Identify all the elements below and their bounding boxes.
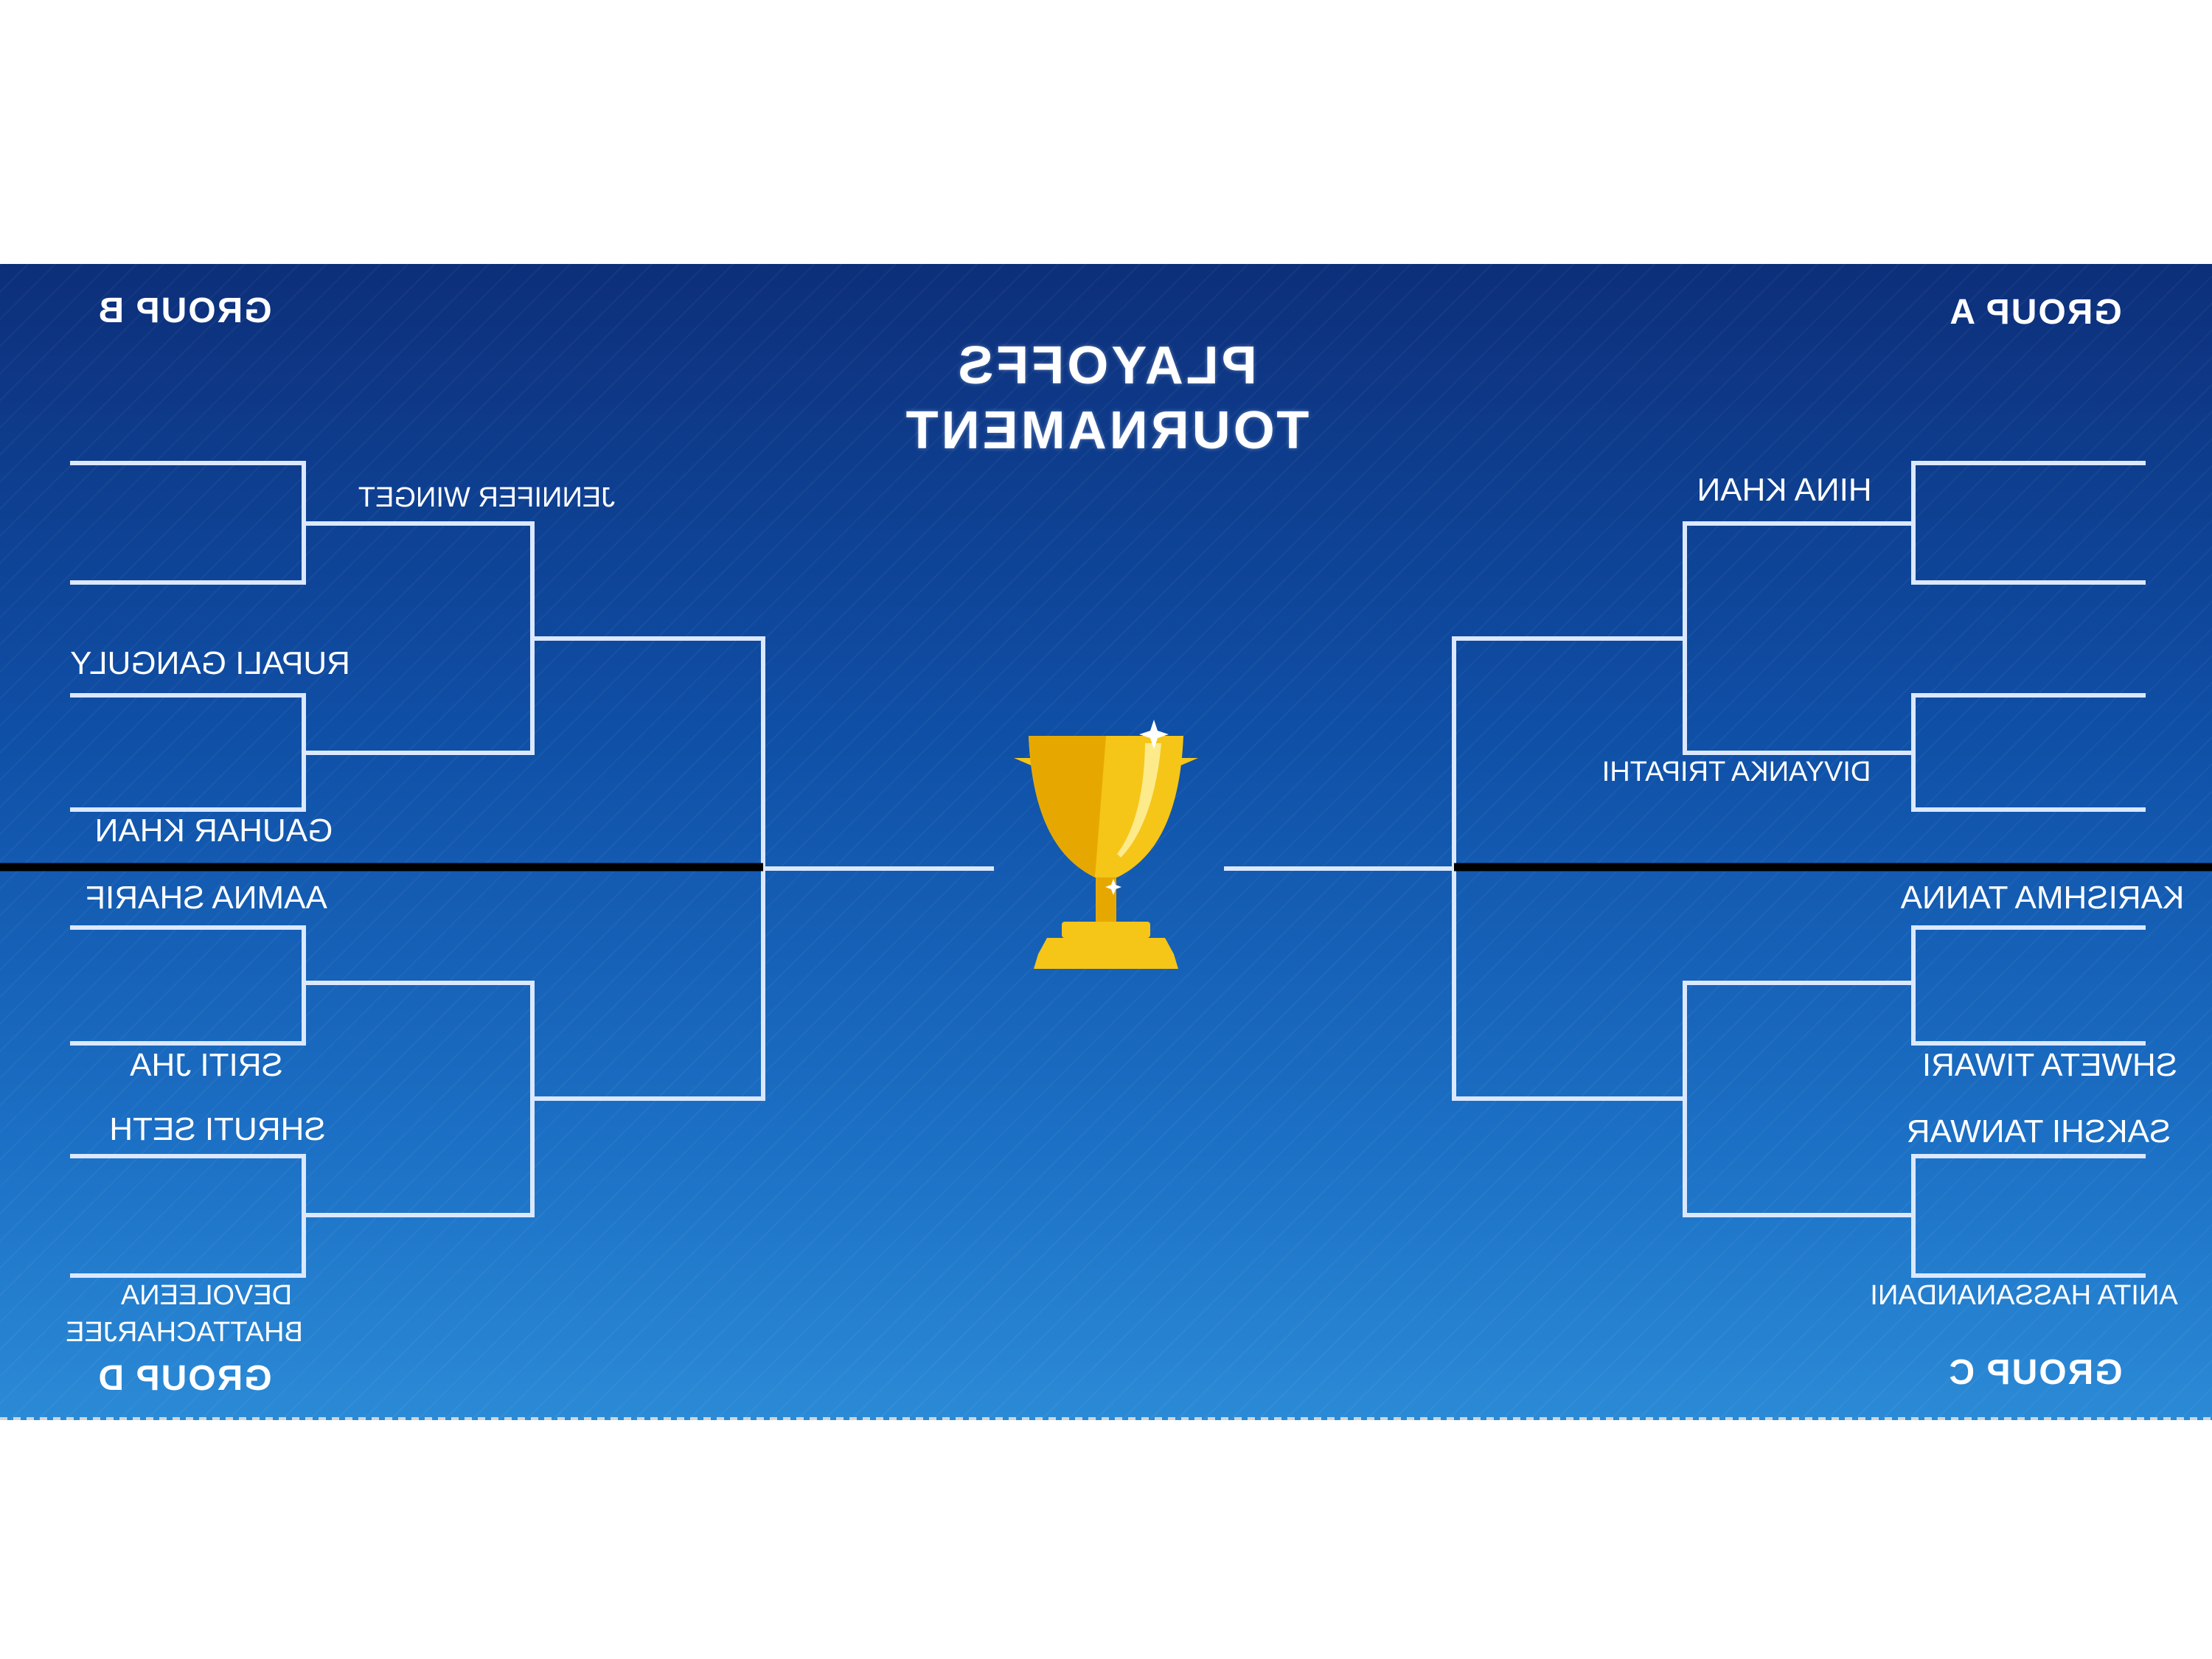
player-rupali-ganguly: RUPALI GANGULY: [70, 645, 350, 681]
player-sakshi-tanwar: SAKSHI TANWAR: [1906, 1113, 2171, 1150]
title-line-2: TOURNAMENT: [902, 401, 1310, 460]
group-d-label: GROUP D: [97, 1359, 272, 1398]
bracket-lines: [0, 461, 2212, 1278]
group-a-label: GROUP A: [1948, 293, 2122, 332]
player-devoleena-line-1: DEVOLEENA: [120, 1280, 293, 1311]
bracket-left-r2-2: [304, 981, 535, 1217]
player-jennifer-winget: JENNIFER WINGET: [358, 482, 616, 513]
bracket-right-r1-1: [1911, 461, 2146, 585]
bracket-board: PLAYOFFS TOURNAMENT GROUP B GROUP A GROU…: [0, 264, 2212, 1420]
player-shweta-tiwari: SHWETA TIWARI: [1921, 1047, 2178, 1083]
player-shruti-seth: SHRUTI SETH: [109, 1111, 326, 1147]
group-c-label: GROUP C: [1947, 1353, 2123, 1392]
bracket-right-r1-3: [1911, 925, 2146, 1046]
bracket-left-r1-1: [70, 461, 306, 585]
player-aamna-sharif: AAMNA SHARIF: [86, 880, 327, 916]
bracket-right-r2-2: [1683, 981, 1913, 1217]
bracket-right-r1-2: [1911, 693, 2146, 812]
player-gauhar-khan: GAUHAR KHAN: [94, 813, 333, 849]
title-line-1: PLAYOFFS: [955, 336, 1257, 395]
bracket-left-r1-4: [70, 1154, 306, 1278]
player-devoleena-line-2: BHATTACHARJEE: [66, 1317, 303, 1348]
trophy-icon: [1014, 720, 1198, 969]
player-hina-khan: HINA KHAN: [1697, 472, 1872, 508]
bracket-right-r2-1: [1683, 521, 1913, 755]
player-anita-hassanandani: ANITA HASSANANDANI: [1870, 1280, 2178, 1311]
player-divyanka-tripathi: DIVYANKA TRIPATHI: [1601, 757, 1871, 787]
bracket-left-r1-3: [70, 925, 306, 1046]
bracket-right-r1-4: [1911, 1154, 2146, 1278]
player-sriti-jha: SRITI JHA: [130, 1047, 283, 1083]
player-karishma-tanna: KARISHMA TANNA: [1900, 880, 2185, 916]
bracket-left-r2-1: [304, 521, 535, 755]
bracket-left-r1-2: [70, 693, 306, 812]
group-b-label: GROUP B: [97, 291, 272, 330]
